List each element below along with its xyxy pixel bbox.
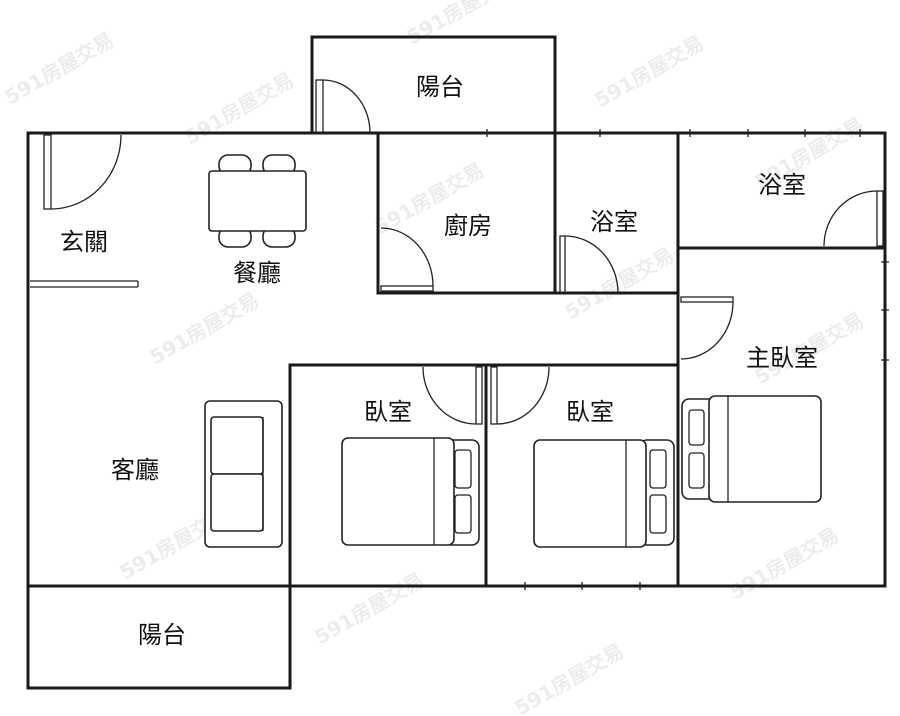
door-kitchen	[380, 227, 434, 292]
door-balcony-top	[315, 79, 371, 134]
door-entrance	[43, 134, 122, 210]
sofa	[204, 400, 283, 548]
watermark: 591房屋交易	[726, 523, 843, 605]
label-kitchen: 廚房	[444, 212, 492, 240]
label-dining: 餐廳	[233, 259, 281, 287]
dining-table	[208, 170, 307, 232]
door-bathroom-2	[823, 190, 884, 247]
door-bedroom-2	[490, 366, 550, 425]
door-bathroom-1	[559, 235, 619, 294]
bed-bedroom-2	[533, 439, 675, 548]
watermarks: 591房屋交易 591房屋交易 591房屋交易 591房屋交易 591房屋交易 …	[1, 0, 868, 716]
watermark: 591房屋交易	[1, 28, 118, 110]
label-bathroom-2: 浴室	[758, 171, 806, 199]
watermark: 591房屋交易	[561, 243, 678, 325]
label-master-bedroom: 主臥室	[746, 344, 818, 372]
walls	[26, 35, 889, 690]
watermark: 591房屋交易	[403, 0, 520, 49]
label-balcony-top: 陽台	[416, 73, 464, 101]
door-bedroom-1	[422, 366, 483, 425]
bed-bedroom-1	[341, 437, 480, 546]
entrance-partition	[30, 280, 139, 288]
label-balcony-bottom: 陽台	[138, 621, 186, 649]
watermark: 591房屋交易	[511, 639, 628, 716]
label-entrance: 玄關	[60, 228, 108, 256]
dining-set	[208, 154, 307, 248]
label-bathroom-1: 浴室	[590, 208, 638, 236]
label-living-room: 客廳	[111, 456, 159, 484]
watermark: 591房屋交易	[591, 31, 708, 113]
bed-master-bedroom	[681, 395, 822, 503]
label-bedroom-2: 臥室	[566, 398, 614, 426]
label-bedroom-1: 臥室	[364, 398, 412, 426]
watermark: 591房屋交易	[146, 288, 263, 370]
room-labels: 陽台 玄關 餐廳 廚房 浴室 浴室 主臥室 臥室 臥室 客廳 陽台	[60, 73, 818, 649]
door-master-bedroom	[680, 296, 734, 360]
watermark: 591房屋交易	[311, 568, 428, 650]
watermark: 591房屋交易	[181, 68, 298, 150]
doors	[43, 79, 884, 425]
